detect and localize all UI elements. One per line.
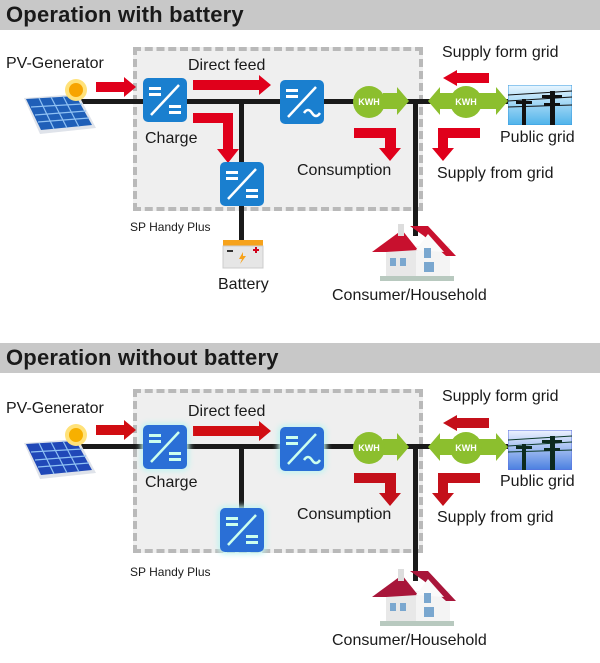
pv-input-arrow xyxy=(96,77,136,97)
sp-handy-plus-box xyxy=(133,389,423,553)
dc-converter-icon xyxy=(220,508,264,552)
converter-branch-wire xyxy=(239,446,244,508)
device-label: SP Handy Plus xyxy=(130,220,211,234)
sun-icon xyxy=(65,424,87,446)
public-grid-icon xyxy=(508,430,572,470)
supply-from-grid-label: Supply from grid xyxy=(437,509,554,526)
charge-label: Charge xyxy=(145,474,198,491)
section-without-battery: Operation without battery PV-Generator K… xyxy=(0,343,600,663)
charge-label: Charge xyxy=(145,130,198,147)
consumer-label: Consumer/Household xyxy=(332,632,487,649)
household-branch-wire xyxy=(413,101,418,236)
consumption-label: Consumption xyxy=(297,162,392,179)
sun-icon xyxy=(65,79,87,101)
supply-from-grid-label: Supply from grid xyxy=(437,165,554,182)
direct-feed-label: Direct feed xyxy=(188,403,266,420)
direct-feed-arrow xyxy=(193,75,271,95)
charge-converter-icon xyxy=(143,78,187,122)
household-branch-wire xyxy=(413,446,418,581)
pv-input-arrow xyxy=(96,420,136,440)
supply-form-grid-label: Supply form grid xyxy=(442,44,559,61)
device-label: SP Handy Plus xyxy=(130,565,211,579)
section-with-battery: Operation with battery PV-Generator KWH … xyxy=(0,0,600,320)
battery-converter-icon xyxy=(220,162,264,206)
battery-label: Battery xyxy=(218,276,269,293)
inverter-icon xyxy=(280,80,324,124)
pv-generator-label: PV-Generator xyxy=(6,55,104,72)
solar-panel-icon xyxy=(24,94,96,134)
grid-meter: KWH xyxy=(450,432,482,464)
consumption-arrow xyxy=(354,473,401,506)
section-title: Operation with battery xyxy=(6,2,244,27)
charge-converter-icon xyxy=(143,425,187,469)
public-grid-icon xyxy=(508,85,572,125)
supply-form-grid-label: Supply form grid xyxy=(442,388,559,405)
consumption-meter: KWH xyxy=(353,86,385,118)
consumption-label: Consumption xyxy=(297,506,392,523)
section-title: Operation without battery xyxy=(6,345,279,370)
direct-feed-label: Direct feed xyxy=(188,57,266,74)
house-icon xyxy=(372,569,456,626)
section-header: Operation without battery xyxy=(0,343,600,373)
inverter-icon xyxy=(280,427,324,471)
consumer-label: Consumer/Household xyxy=(332,287,487,304)
house-icon xyxy=(372,224,456,281)
supply-form-grid-arrow xyxy=(443,70,489,86)
supply-from-grid-arrow xyxy=(432,128,480,161)
consumption-meter: KWH xyxy=(353,432,385,464)
public-grid-label: Public grid xyxy=(500,473,575,490)
battery-icon xyxy=(222,240,264,269)
consumption-arrow xyxy=(354,128,401,161)
public-grid-label: Public grid xyxy=(500,129,575,146)
solar-panel-icon xyxy=(24,439,96,479)
supply-from-grid-arrow xyxy=(432,473,480,506)
consumption-meter-arrow xyxy=(383,433,409,461)
direct-feed-arrow xyxy=(193,421,271,441)
supply-form-grid-arrow xyxy=(443,415,489,431)
consumption-meter-arrow xyxy=(383,87,409,115)
grid-meter: KWH xyxy=(450,86,482,118)
charge-arrow xyxy=(193,113,239,163)
pv-generator-label: PV-Generator xyxy=(6,400,104,417)
section-header: Operation with battery xyxy=(0,0,600,30)
